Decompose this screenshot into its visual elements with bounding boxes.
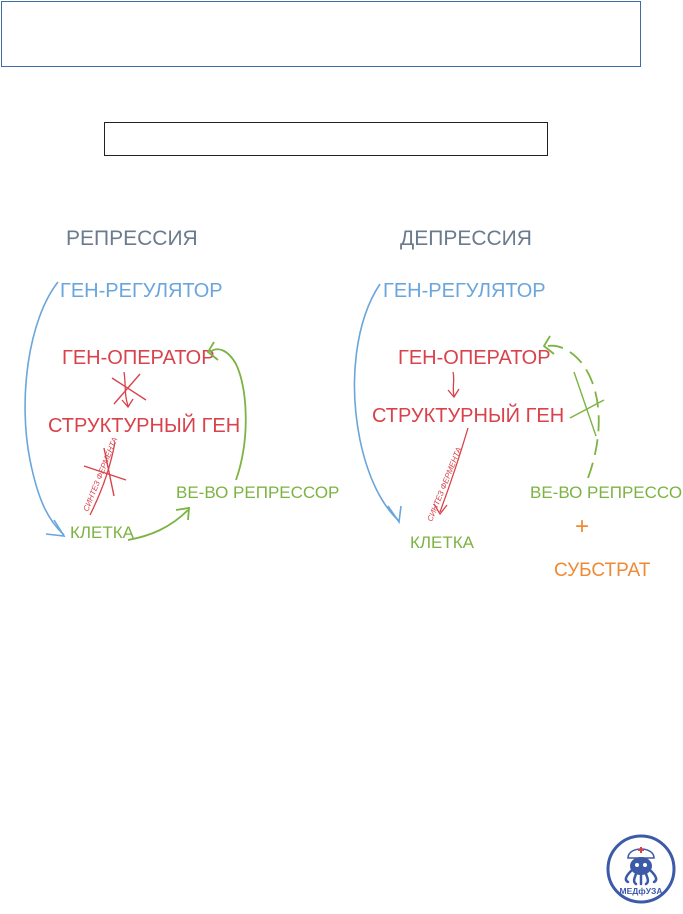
repression-operator-label: ГЕН-ОПЕРАТОР bbox=[62, 347, 215, 369]
derepression-cell-label: КЛЕТКА bbox=[410, 533, 475, 552]
repression-repressor-to-operator-arrow bbox=[209, 348, 247, 481]
repression-regulator-to-cell-arrow bbox=[24, 281, 65, 536]
derepression-blue-arrowhead bbox=[387, 505, 402, 525]
derepression-structural-label: СТРУКТУРНЫЙ ГЕН bbox=[372, 403, 564, 427]
repression-cell-to-repressor-arrow bbox=[127, 509, 189, 541]
derepression-title: ДЕПРЕССИЯ bbox=[400, 227, 532, 250]
repression-green-arrowhead-2 bbox=[206, 341, 219, 361]
derepression-substrate-label: СУБСТРАТ bbox=[554, 560, 651, 581]
derepression-green-arrowhead bbox=[542, 335, 555, 355]
repression-repressor-label: ВЕ-ВО РЕПРЕССОР bbox=[176, 483, 339, 502]
derepression-plus-sign: + bbox=[575, 513, 589, 540]
repression-block-cross-1 bbox=[111, 373, 147, 405]
medfuza-logo: МЕДфУЗА bbox=[606, 834, 676, 904]
repression-cell-label: КЛЕТКА bbox=[70, 523, 135, 542]
derepression-enzyme-label: СИНТЕЗ ФЕРМЕНТА bbox=[426, 446, 464, 523]
repression-regulator-label: ГЕН-РЕГУЛЯТОР bbox=[60, 280, 223, 302]
derepression-repressor-label: ВЕ-ВО РЕПРЕССОР bbox=[530, 483, 683, 502]
derepression-block-cross bbox=[569, 371, 605, 437]
repression-block-cross-2 bbox=[83, 447, 127, 497]
derepression-repressor-to-operator-dashed-arrow bbox=[547, 344, 600, 479]
derepression-red-arrowhead-2 bbox=[433, 503, 448, 516]
derepression-structural-to-cell-arrow bbox=[439, 427, 469, 513]
title-empty-box bbox=[104, 122, 548, 156]
repression-title: РЕПРЕССИЯ bbox=[66, 227, 198, 250]
derepression-red-arrowhead-1 bbox=[447, 388, 460, 399]
repression-red-arrowhead bbox=[121, 398, 134, 409]
derepression-regulator-label: ГЕН-РЕГУЛЯТОР bbox=[383, 280, 546, 302]
repression-structural-to-cell-arrow bbox=[89, 441, 116, 516]
derepression-operator-label: ГЕН-ОПЕРАТОР bbox=[398, 347, 551, 369]
top-empty-box bbox=[1, 1, 641, 67]
repression-blue-arrowhead bbox=[45, 519, 66, 537]
logo-text: МЕДфУЗА bbox=[620, 886, 663, 896]
octopus-doctor-icon: МЕДфУЗА bbox=[606, 834, 676, 904]
repression-operator-to-structural-arrow bbox=[123, 371, 129, 407]
repression-green-arrowhead-1 bbox=[175, 506, 190, 521]
derepression-operator-to-structural-arrow bbox=[452, 371, 455, 397]
repression-structural-label: СТРУКТУРНЫЙ ГЕН bbox=[48, 413, 240, 437]
derepression-regulator-to-cell-arrow bbox=[353, 283, 399, 521]
